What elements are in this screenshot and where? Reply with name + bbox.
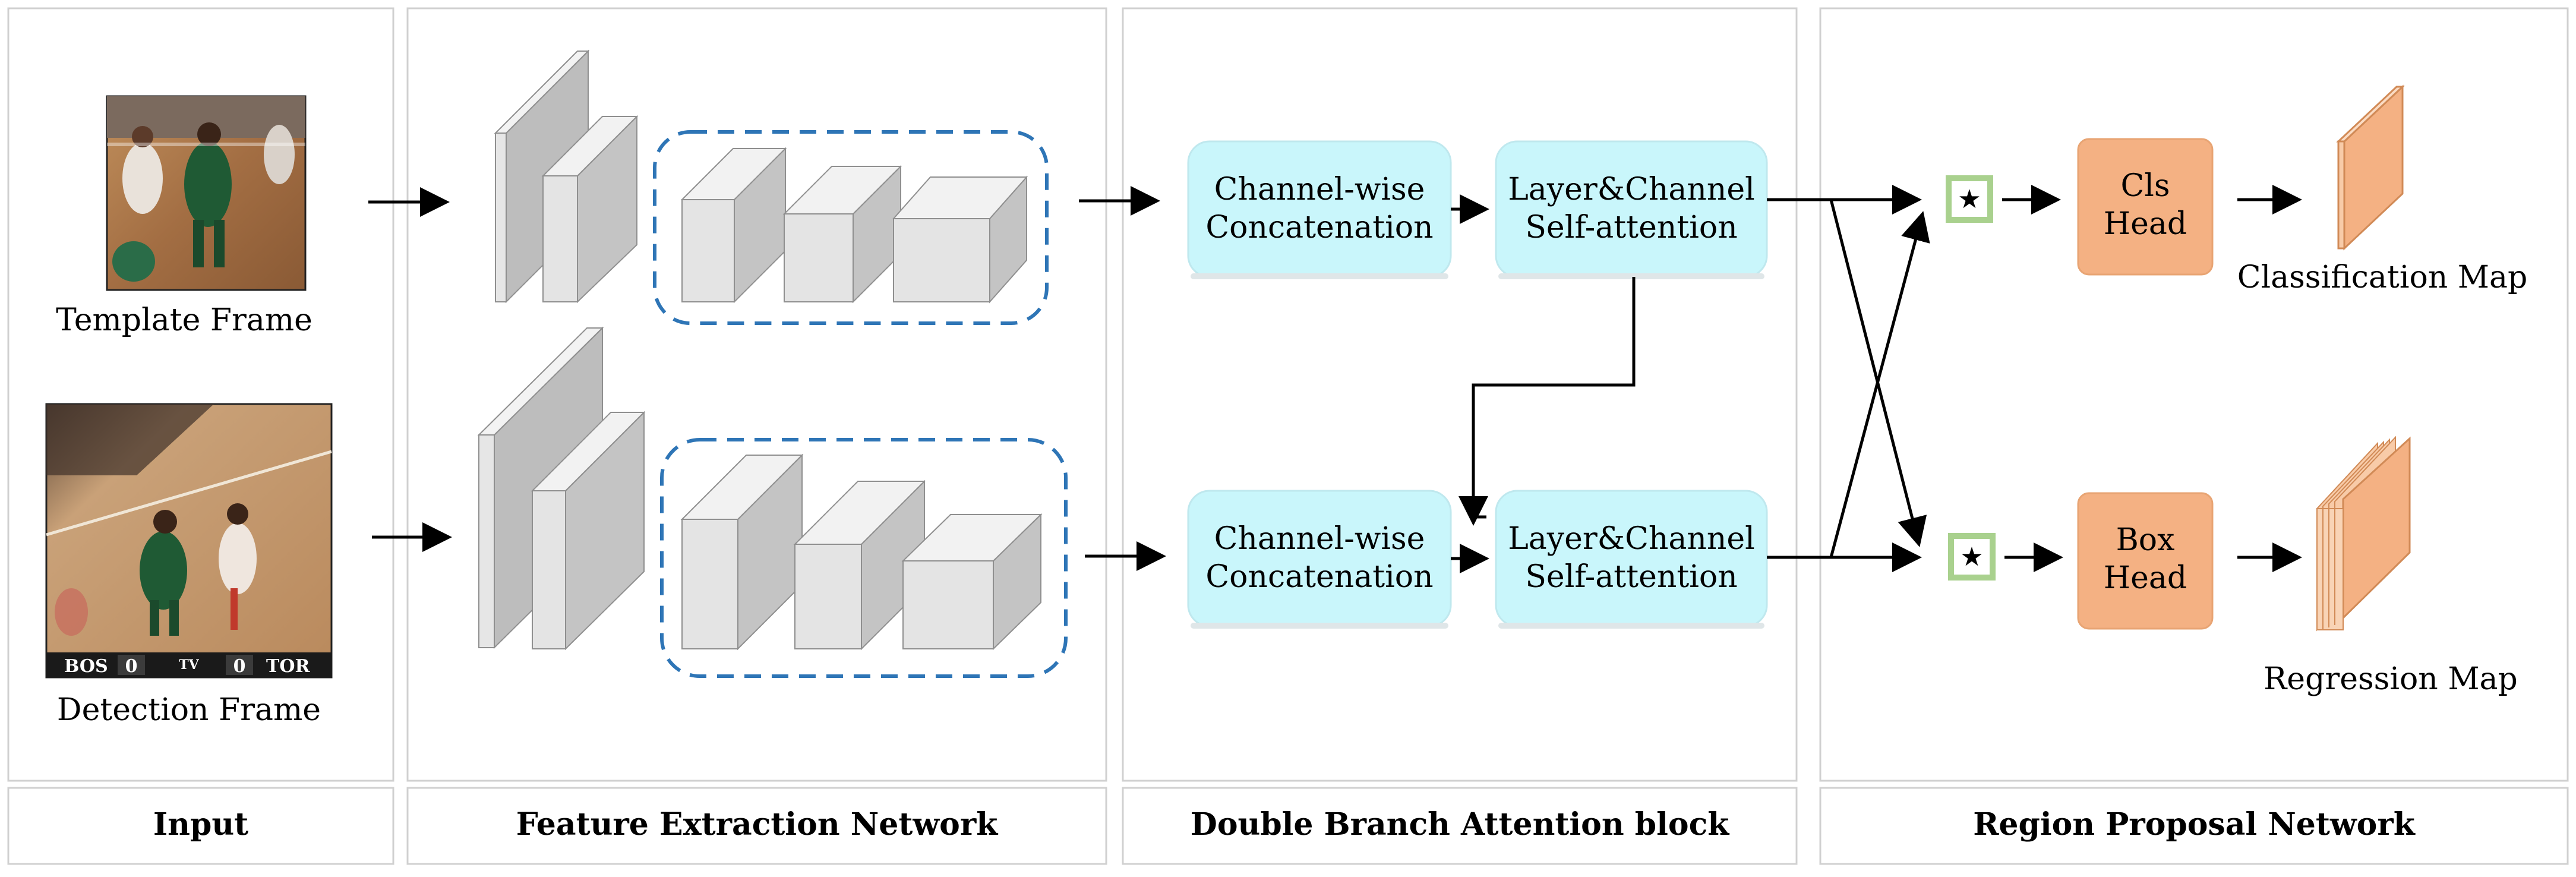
xcorr-bottom: ★ [1948, 533, 1996, 581]
arrow-bottom-to-cls [1829, 211, 1930, 558]
score-network: TV [179, 657, 199, 673]
cls-head: Cls Head [2077, 138, 2214, 276]
regression-map-label: Regression Map [2264, 661, 2518, 697]
feature-block-bottom-1-face [478, 434, 495, 648]
arrow-top-to-box [1829, 199, 1927, 547]
box-head: Box Head [2077, 492, 2214, 630]
xcorr-bottom-symbol: ★ [1960, 542, 1983, 572]
section-label-rpn: Region Proposal Network [1973, 806, 2416, 843]
classification-map-label: Classification Map [2237, 260, 2528, 295]
selfatt-box-bottom: Layer&Channel Self-attention [1495, 490, 1768, 629]
selfatt-box-top: Layer&Channel Self-attention [1495, 140, 1768, 279]
detection-frame-image [45, 403, 333, 679]
selfatt-bottom-line1: Layer&Channel [1508, 521, 1755, 557]
cls-head-line2: Head [2104, 206, 2187, 242]
section-label-input: Input [153, 806, 248, 843]
footer-feature [406, 787, 1107, 865]
footer-rpn [1819, 787, 2569, 865]
panel-attention [1122, 7, 1798, 782]
section-attention: Double Branch Attention block [1122, 7, 1798, 865]
detection-frame-label: Detection Frame [57, 692, 321, 728]
cls-head-line1: Cls [2120, 168, 2170, 204]
concat-top-line2: Concatenation [1205, 210, 1433, 245]
feature-block-bottom-2-face [532, 490, 566, 649]
feature-group-top [653, 130, 1049, 325]
score-left-team: BOS [64, 656, 108, 677]
section-label-feature: Feature Extraction Network [516, 806, 999, 843]
selfatt-top-line2: Self-attention [1525, 210, 1737, 245]
feature-block-top-2-face [542, 175, 578, 302]
concat-box-top: Channel-wise Concatenation [1187, 140, 1452, 279]
regression-map [2316, 436, 2411, 632]
box-head-line1: Box [2116, 522, 2175, 558]
classification-map [2336, 84, 2405, 251]
score-right: 0 [233, 656, 246, 677]
concat-top-line1: Channel-wise [1214, 172, 1425, 207]
concat-bottom-line2: Concatenation [1205, 559, 1433, 595]
template-frame-label: Template Frame [56, 302, 312, 338]
concat-box-bottom: Channel-wise Concatenation [1187, 490, 1452, 629]
selfatt-top-line1: Layer&Channel [1508, 172, 1755, 207]
box-head-line2: Head [2104, 560, 2187, 596]
feature-extractor-top [494, 49, 1049, 325]
panel-rpn [1819, 7, 2569, 782]
feature-block-top-1-face [495, 133, 507, 302]
xcorr-top-symbol: ★ [1958, 184, 1981, 214]
section-rpn: Region Proposal Network [1819, 7, 2569, 865]
score-left: 0 [125, 656, 138, 677]
xcorr-top: ★ [1946, 175, 1993, 223]
scoreboard: BOS 0 TV 0 TOR [46, 652, 332, 677]
selfatt-bottom-line2: Self-attention [1525, 559, 1737, 595]
score-right-team: TOR [266, 656, 310, 677]
feature-extractor-bottom [477, 326, 1068, 678]
concat-bottom-line1: Channel-wise [1214, 521, 1425, 557]
footer-input [7, 787, 394, 865]
footer-attention [1122, 787, 1798, 865]
section-label-attention: Double Branch Attention block [1191, 806, 1729, 843]
template-frame-image [106, 95, 307, 291]
feature-group-bottom [660, 438, 1068, 678]
